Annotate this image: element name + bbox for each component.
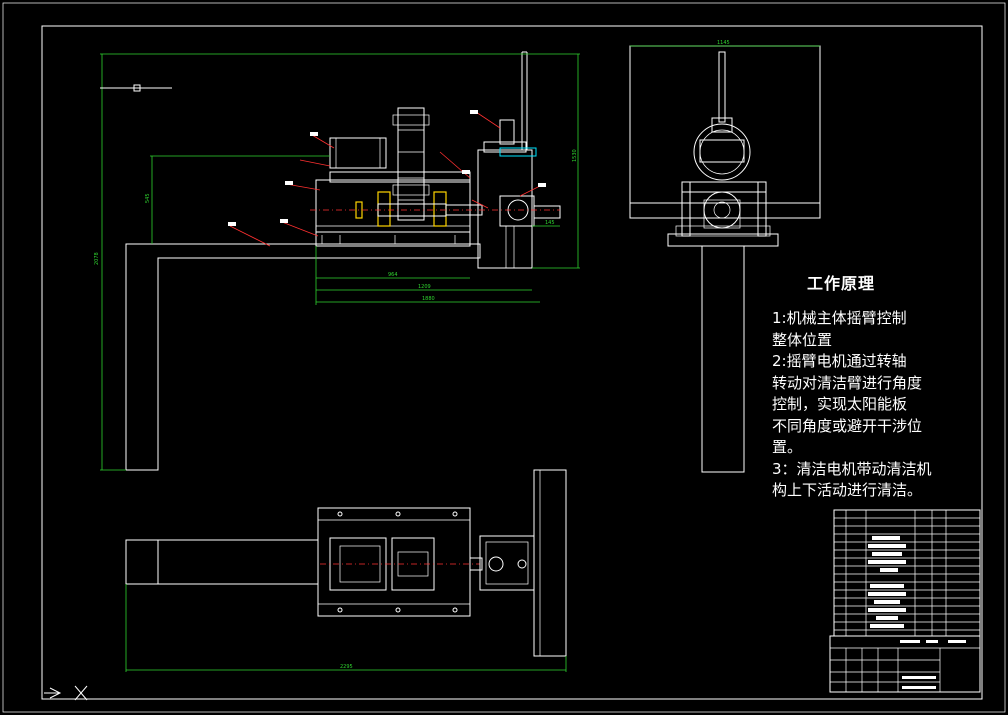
dim-arm-offset: 145 — [545, 220, 555, 226]
dim-base-2: 1209 — [418, 284, 431, 290]
dim-height-left: 2078 — [94, 252, 100, 265]
notes-line: 置。 — [772, 438, 803, 456]
parts-list — [829, 509, 981, 693]
inner-frame — [41, 25, 983, 700]
notes-line: 1:机械主体摇臂控制 — [772, 309, 907, 327]
working-principle-notes: 工作原理 1:机械主体摇臂控制 整体位置 2:摇臂电机通过转轴 转动对清洁臂进行… — [772, 270, 992, 502]
notes-line: 整体位置 — [772, 330, 833, 349]
notes-line: 控制，实现太阳能板 — [772, 395, 908, 413]
ucs-icon — [44, 685, 88, 701]
dim-height-mid: 545 — [145, 193, 151, 203]
top-view: 2295 — [125, 469, 567, 672]
dim-overall-length: 2295 — [340, 664, 353, 670]
notes-line: 3：清洁电机带动清洁机 — [772, 459, 932, 478]
dim-height-right: 1530 — [572, 149, 578, 162]
front-view: 2078 545 1530 964 1209 1880 145 — [94, 51, 580, 471]
side-view: 1145 — [629, 40, 821, 473]
notes-line: 2:摇臂电机通过转轴 — [772, 352, 907, 370]
notes-line: 构上下活动进行清洁。 — [772, 481, 923, 499]
dim-base-1: 964 — [388, 272, 398, 278]
dim-base-3: 1880 — [422, 296, 435, 302]
notes-line: 不同角度或避开干涉位 — [772, 416, 923, 435]
notes-title: 工作原理 — [807, 274, 876, 293]
notes-line: 转动对清洁臂进行角度 — [772, 373, 923, 392]
notes-body: 1:机械主体摇臂控制 整体位置 2:摇臂电机通过转轴 转动对清洁臂进行角度 控制… — [772, 308, 992, 502]
dim-top-view-width: 1145 — [717, 40, 730, 46]
